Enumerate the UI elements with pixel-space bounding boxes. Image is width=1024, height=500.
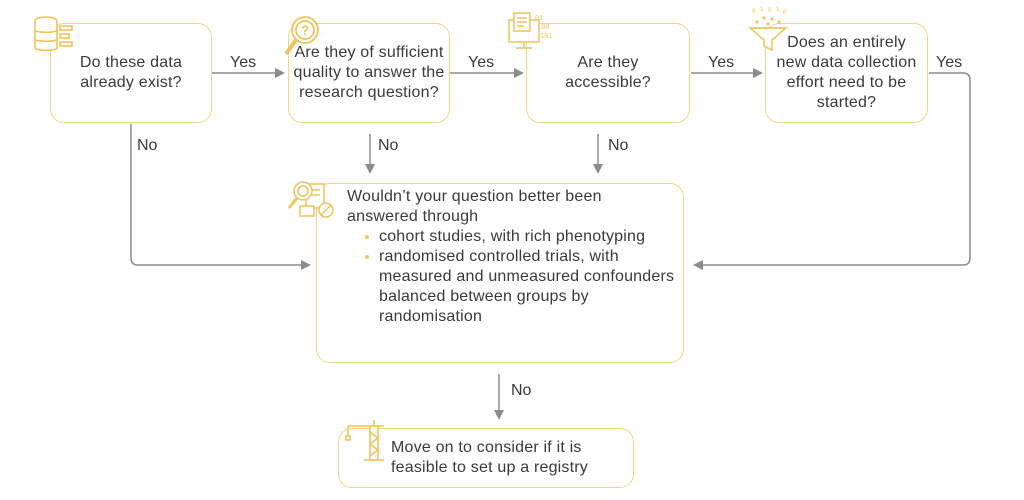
svg-text:1: 1 <box>760 6 764 13</box>
magnifier-question-icon: ? <box>284 16 319 56</box>
edge-label-yes: Yes <box>468 54 495 71</box>
database-icon <box>34 16 73 52</box>
alternatives-box: Wouldn’t your question better been answe… <box>316 183 684 363</box>
svg-text:1: 1 <box>776 6 780 13</box>
svg-text:?: ? <box>301 22 310 38</box>
edge-label-no: No <box>137 137 158 154</box>
edge-label-no: No <box>608 137 629 154</box>
edge-label-no: No <box>378 137 399 154</box>
edge-label-yes: Yes <box>936 54 963 71</box>
svg-text:101: 101 <box>540 33 552 41</box>
alternative-cohort-studies: cohort studies, with rich phenotyping <box>347 227 677 247</box>
edge-label-no: No <box>511 382 532 399</box>
decision-data-exist-text: Do these data already exist? <box>79 54 183 91</box>
arrow-q4-central <box>693 72 971 270</box>
svg-text:0: 0 <box>752 8 756 15</box>
crane-icon <box>345 420 384 461</box>
svg-text:100: 100 <box>537 24 550 32</box>
edge-label-yes: Yes <box>708 54 735 71</box>
svg-text:01: 01 <box>535 15 543 23</box>
alternatives-list: cohort studies, with rich phenotyping ra… <box>347 227 677 327</box>
final-step-text: Move on to consider if it is feasible to… <box>391 439 589 476</box>
decision-data-exist: Do these data already exist? <box>50 23 212 123</box>
decision-accessible-text: Are they accessible? <box>565 54 651 91</box>
alternative-randomised-trials: randomised controlled trials, with measu… <box>347 247 677 327</box>
decision-new-data-collection-text: Does an entirely new data collection eff… <box>776 34 917 111</box>
monitor-data-icon: 01 100 101 <box>508 12 552 49</box>
edge-label-yes: Yes <box>230 54 257 71</box>
search-document-icon <box>287 181 334 218</box>
decision-new-data-collection: Does an entirely new data collection eff… <box>765 23 928 123</box>
final-step-box: Move on to consider if it is feasible to… <box>338 428 634 488</box>
svg-text:0: 0 <box>768 7 772 14</box>
alternatives-intro: Wouldn’t your question better been answe… <box>347 188 602 225</box>
decision-sufficient-quality-text: Are they of sufficient quality to answer… <box>293 44 445 101</box>
decision-accessible: Are they accessible? <box>526 23 690 123</box>
funnel-icon: 0 1 0 1 0 <box>747 6 789 52</box>
svg-text:0: 0 <box>783 9 787 16</box>
arrow-q1-central <box>130 124 311 270</box>
decision-sufficient-quality: Are they of sufficient quality to answer… <box>288 23 450 123</box>
